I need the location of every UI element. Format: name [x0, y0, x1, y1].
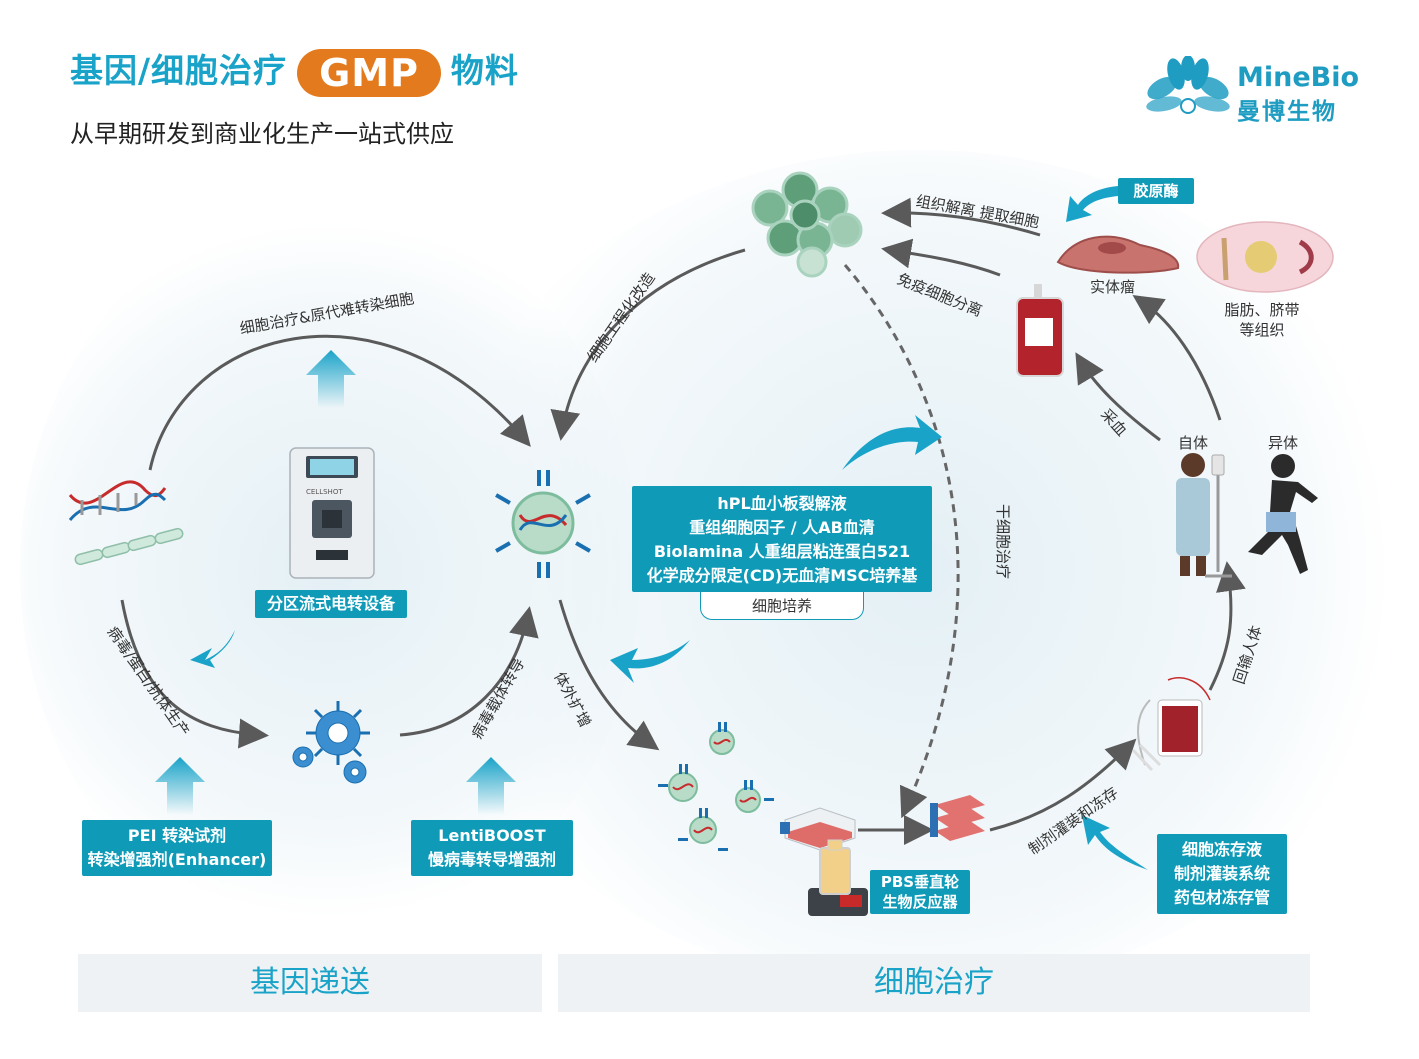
pei-line-2: 转染增强剂(Enhancer): [87, 850, 267, 869]
pei-reagent-box: PEI 转染试剂 转染增强剂(Enhancer): [82, 820, 272, 876]
pbs-line-2: 生物反应器: [882, 893, 958, 911]
title-pre: 基因/细胞治疗: [70, 51, 288, 90]
page-subtitle: 从早期研发到商业化生产一站式供应: [70, 120, 454, 148]
section-gene-delivery: 基因递送: [78, 954, 542, 1012]
logo-name-cn: 曼博生物: [1237, 99, 1337, 125]
cell-culture-tab: 细胞培养: [700, 592, 864, 620]
arc-immune: [881, 238, 1001, 277]
blood-bag-icon: [1016, 284, 1064, 377]
stacked-flasks-icon: [930, 795, 985, 841]
fat-umbilical-label: 脂肪、脐带 等组织: [1212, 300, 1312, 340]
protein-chain-icon: [74, 527, 184, 566]
culture-line-3: Biolamina 人重组层粘连蛋白521: [653, 542, 911, 561]
teal-up-arrow-device: [306, 350, 356, 408]
fat-line-1: 脂肪、脐带: [1224, 301, 1300, 319]
cryopreservation-box: 细胞冻存液 制剂灌装系统 药包材冻存管: [1157, 834, 1287, 914]
lenti-line-1: LentiBOOST: [438, 826, 546, 845]
gmp-pill: GMP: [297, 48, 441, 97]
fat-umbilical-tissue-icon: [1196, 221, 1334, 293]
arc-tissue: [881, 197, 1041, 237]
cell-culture-box: hPL血小板裂解液 重组细胞因子 / 人AB血清 Biolamina 人重组层粘…: [632, 486, 932, 592]
electroporation-device-box: 分区流式电转设备: [255, 590, 407, 618]
culture-line-2: 重组细胞因子 / 人AB血清: [689, 518, 875, 537]
device-brand: CELLSHOT: [306, 488, 343, 496]
arc-bottom-right: [399, 606, 539, 737]
pbs-line-1: PBS垂直轮: [880, 873, 960, 891]
label-allogeneic: 异体: [1268, 434, 1299, 452]
arc-engineering: [550, 248, 746, 441]
pei-line-1: PEI 转染试剂: [127, 826, 227, 845]
teal-curve-arrow-left: [190, 630, 235, 668]
logo-name-en: MineBio: [1237, 62, 1360, 93]
arc-tumor: [1132, 295, 1222, 421]
solid-tumor-icon: [1056, 235, 1180, 274]
teal-up-arrow-pei: [155, 757, 205, 815]
freeze-line-2: 制剂灌装系统: [1173, 864, 1270, 883]
fat-line-2: 等组织: [1239, 321, 1285, 339]
teal-arrow-collagenase: [1066, 186, 1118, 222]
expanded-cells-icon: [658, 722, 774, 851]
teal-up-arrow-lenti: [466, 757, 516, 815]
electroporation-device-icon: CELLSHOT: [289, 447, 375, 579]
lenti-line-2: 慢病毒转导增强剂: [427, 850, 556, 869]
teal-curve-arrow-top: [842, 415, 942, 470]
minebio-logo-icon: [1146, 56, 1230, 114]
runner-icon: [1248, 454, 1318, 574]
patient-icon: [1176, 453, 1232, 578]
arc-top-left: [148, 334, 531, 471]
teal-curve-arrow-bottom: [610, 640, 690, 683]
culture-flask-icon: [780, 807, 856, 851]
freezing-bag-icon: [1131, 677, 1211, 772]
arc-bottom-left: [120, 599, 269, 749]
bioreactor-icon: [808, 839, 868, 916]
virus-icon: [292, 701, 370, 784]
engineered-cell-icon: [495, 470, 591, 578]
section-cell-therapy: 细胞治疗: [558, 954, 1310, 1012]
culture-line-4: 化学成分限定(CD)无血清MSC培养基: [646, 566, 918, 585]
arc-blood: [1075, 352, 1161, 442]
title-post: 物料: [450, 51, 519, 90]
lentiboost-box: LentiBOOST 慢病毒转导增强剂: [411, 820, 573, 876]
arc-reinfusion: [1208, 561, 1246, 691]
teal-curve-arrow-freeze: [1082, 815, 1148, 870]
label-autologous: 自体: [1178, 434, 1209, 452]
freeze-line-3: 药包材冻存管: [1173, 888, 1270, 907]
arc-stem-dashed: [843, 264, 960, 819]
label-stem-cell-therapy: 干细胞治疗: [994, 504, 1012, 580]
pbs-bioreactor-box: PBS垂直轮 生物反应器: [870, 870, 970, 914]
label-solid-tumor: 实体瘤: [1090, 278, 1136, 296]
dna-icon: [68, 480, 167, 521]
arc-expansion: [558, 599, 660, 751]
freeze-line-1: 细胞冻存液: [1181, 840, 1262, 859]
culture-line-1: hPL血小板裂解液: [717, 494, 847, 513]
arc-fill-freeze: [989, 738, 1137, 832]
collagenase-box: 胶原酶: [1118, 178, 1194, 204]
cell-cluster-icon: [751, 171, 863, 278]
